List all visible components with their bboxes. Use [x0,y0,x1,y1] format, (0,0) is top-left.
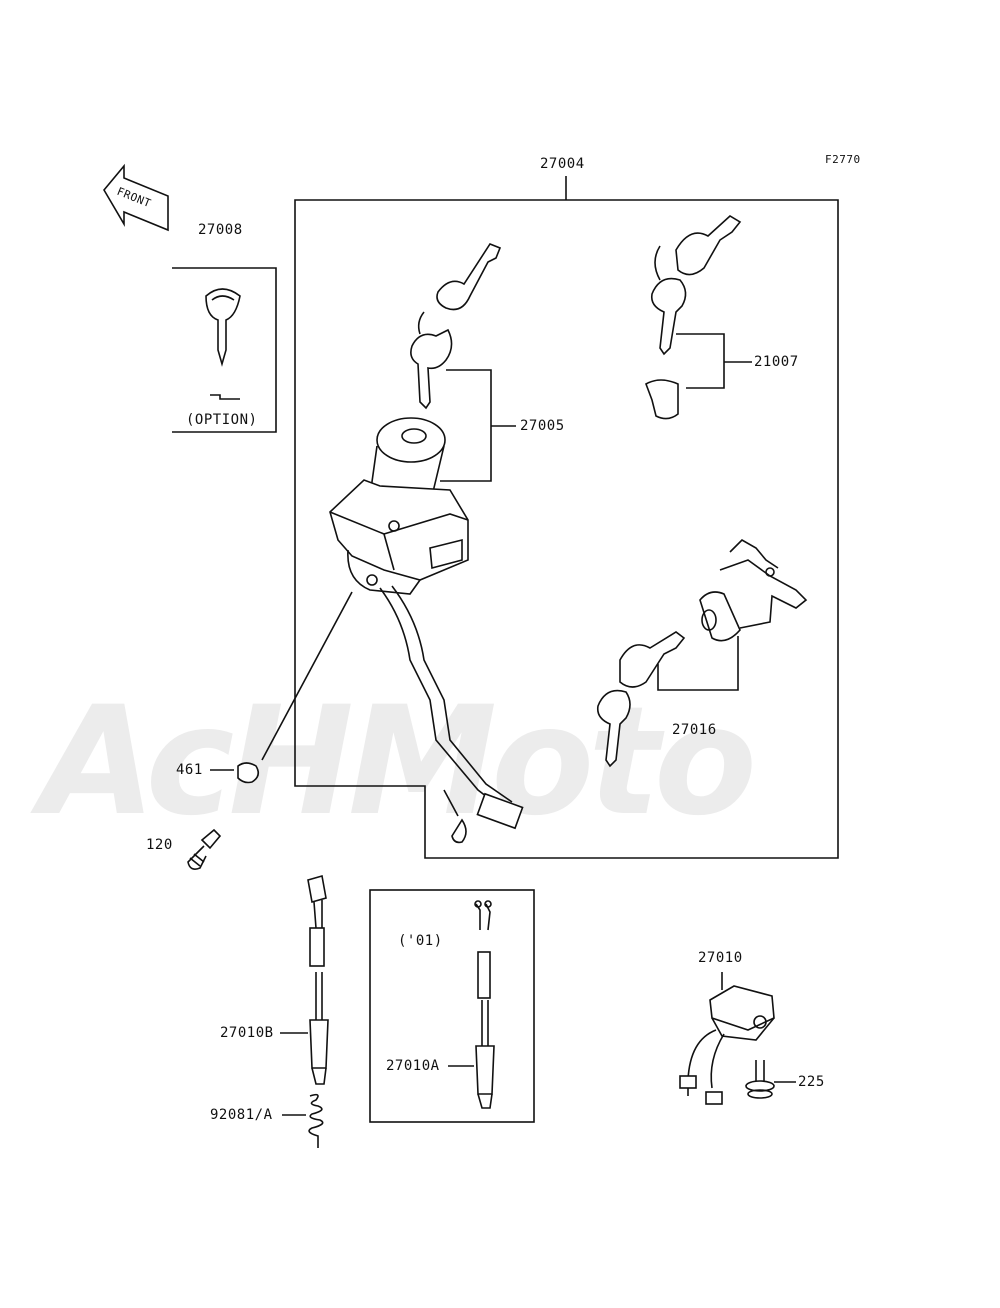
lock-keys-21007-icon [650,215,742,356]
option-label: (OPTION) [186,412,258,428]
label-21007: 21007 [754,354,799,370]
ignition-switch-icon [329,417,469,595]
year-label: ('01) [398,933,443,949]
label-225: 225 [798,1074,825,1090]
label-27005: 27005 [520,418,565,434]
label-27010: 27010 [698,950,743,966]
screw-120-icon [187,828,222,870]
label-27004: 27004 [540,156,585,172]
assembly-box-27004 [294,199,839,859]
switch-harness-icon [379,585,524,844]
lock-keys-27016-icon [596,631,686,768]
year-subbox [369,889,535,1123]
label-27010B: 27010B [220,1025,274,1041]
figure-code: F2770 [825,153,861,166]
label-27016: 27016 [672,722,717,738]
label-92081A: 92081/A [210,1107,273,1123]
label-461: 461 [176,762,203,778]
lock-cylinder-21007-icon [645,379,679,420]
label-27010A: 27010A [386,1058,440,1074]
label-120: 120 [146,837,173,853]
watermark: AcHMoto [40,675,757,849]
option-bracket [172,267,277,433]
switch-27010B-icon [307,874,329,1085]
option-key-icon [205,288,241,400]
screw-225-icon [745,1060,775,1099]
spring-92081A-icon [308,1093,324,1148]
relay-27010-icon [679,985,775,1105]
switch-27010A-icon [474,900,495,1109]
ignition-keys-icon [410,243,502,410]
seat-lock-27016-icon [699,539,808,642]
label-27008: 27008 [198,222,243,238]
clip-461-icon [237,762,260,784]
front-arrow-icon [103,163,169,232]
